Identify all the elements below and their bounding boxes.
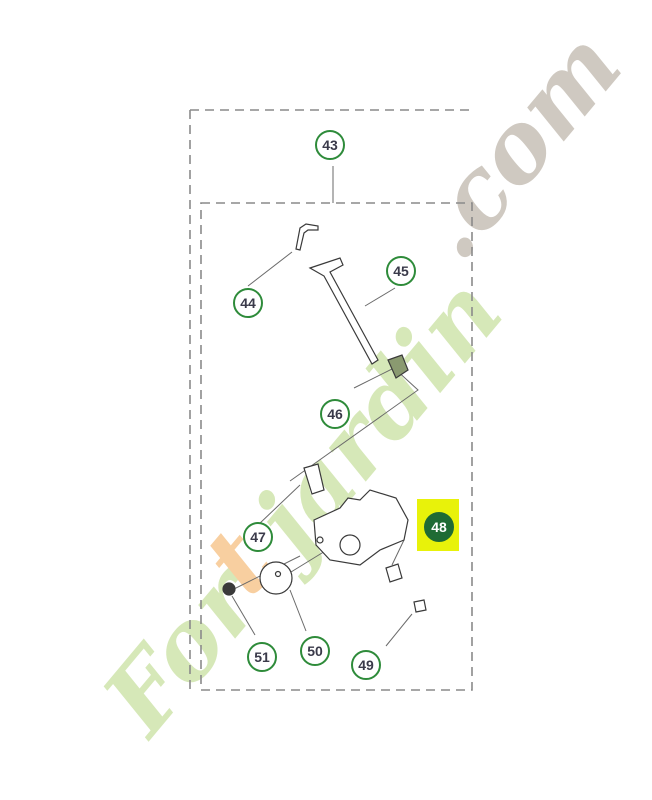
part-50-hole xyxy=(274,570,282,578)
outer-group-frame xyxy=(189,109,470,690)
callout-label: 50 xyxy=(307,643,323,659)
leader-50 xyxy=(289,589,307,632)
part-50-washer xyxy=(259,561,293,595)
callout-label: 49 xyxy=(358,657,374,673)
leader-44 xyxy=(247,251,293,287)
part-housing xyxy=(313,489,409,566)
callout-48[interactable]: 48 xyxy=(424,512,454,542)
part-46-spring xyxy=(387,354,409,379)
callout-50[interactable]: 50 xyxy=(300,636,330,666)
part-51-nut xyxy=(222,582,236,596)
leader-49 xyxy=(385,613,413,647)
callout-label: 51 xyxy=(254,649,270,665)
callout-label: 43 xyxy=(322,137,338,153)
part-44-lever xyxy=(295,223,319,251)
callout-label: 48 xyxy=(431,519,447,535)
callout-label: 47 xyxy=(250,529,266,545)
part-housing-hole xyxy=(316,536,324,544)
leader-47 xyxy=(257,484,301,526)
leader-45 xyxy=(364,287,396,307)
part-45-shaft xyxy=(308,257,379,365)
callout-49[interactable]: 49 xyxy=(351,650,381,680)
part-housing-bore xyxy=(339,534,361,556)
leader-48 xyxy=(391,539,405,566)
callout-label: 44 xyxy=(240,295,256,311)
callout-label: 46 xyxy=(327,406,343,422)
callout-label: 45 xyxy=(393,263,409,279)
callout-46[interactable]: 46 xyxy=(320,399,350,429)
inner-group-frame xyxy=(200,202,473,691)
callout-43[interactable]: 43 xyxy=(315,130,345,160)
leader-46 xyxy=(289,367,419,482)
part-47-bushing xyxy=(303,463,325,495)
part-48-bushing xyxy=(385,563,403,583)
part-49-screw xyxy=(413,599,427,613)
callout-47[interactable]: 47 xyxy=(243,522,273,552)
callout-45[interactable]: 45 xyxy=(386,256,416,286)
callout-44[interactable]: 44 xyxy=(233,288,263,318)
leader-51 xyxy=(231,595,256,636)
callout-51[interactable]: 51 xyxy=(247,642,277,672)
